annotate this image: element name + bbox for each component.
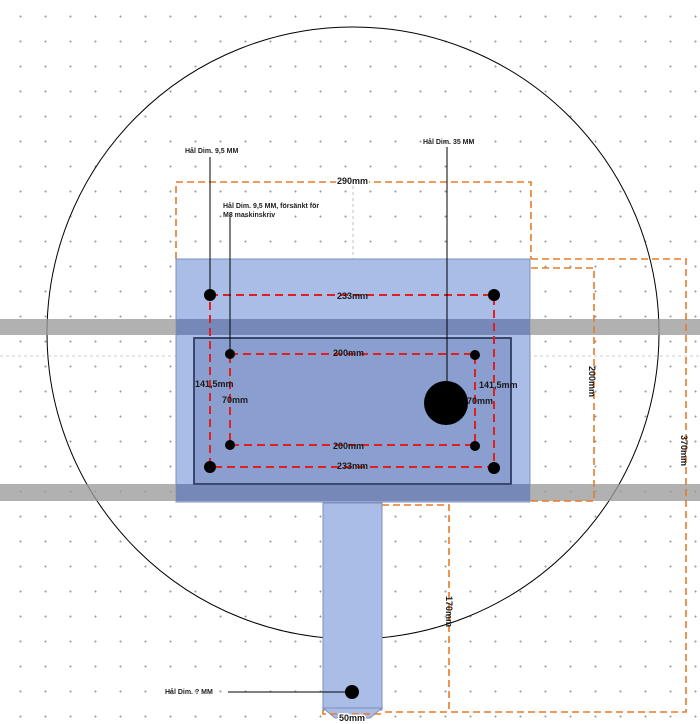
dim-label-70-right: 70mm bbox=[467, 396, 493, 406]
hole-outer-top-right bbox=[488, 289, 500, 301]
hole-outer-bottom-right bbox=[488, 462, 500, 474]
dim-label-141-5-left: 141,5mm bbox=[195, 379, 234, 389]
dim-label-50: 50mm bbox=[339, 713, 365, 723]
dim-label-200-top: 200mm bbox=[333, 348, 364, 358]
hole-inner-bottom-right bbox=[470, 441, 480, 451]
dim-label-290: 290mm bbox=[337, 176, 368, 186]
bottom-rail-overlap bbox=[176, 484, 530, 501]
dim-label-200-bottom: 200mm bbox=[333, 441, 364, 451]
hole-35mm bbox=[424, 381, 468, 425]
arm-rect bbox=[322, 502, 383, 711]
dim-label-70-left: 70mm bbox=[222, 395, 248, 405]
dim-label-170-vertical: 170mm bbox=[444, 596, 454, 627]
hole-outer-bottom-left bbox=[204, 461, 216, 473]
hole-inner-top-right bbox=[470, 350, 480, 360]
dim-label-233-bottom: 233mm bbox=[337, 461, 368, 471]
dim-line-50 bbox=[322, 710, 382, 715]
dim-label-370-vertical: 370mm bbox=[679, 435, 689, 466]
top-rail-overlap bbox=[176, 319, 530, 335]
note-hole-countersunk-line1: Hål Dim. 9,5 MM, försänkt för bbox=[223, 202, 319, 210]
dim-label-200-vertical: 200mm bbox=[587, 366, 597, 397]
note-hole-unknown: Hål Dim. ? MM bbox=[165, 688, 213, 696]
hole-outer-top-left bbox=[204, 289, 216, 301]
note-hole-35: Hål Dim. 35 MM bbox=[423, 138, 475, 146]
dim-label-141-5-right: 141,5mm bbox=[479, 380, 518, 390]
outer-hole-pattern bbox=[209, 294, 495, 468]
dim-line-170 bbox=[382, 504, 450, 712]
dim-line-290 bbox=[175, 181, 532, 259]
inner-hole-pattern bbox=[229, 353, 476, 446]
note-hole-countersunk-line2: M8 maskinskriv bbox=[223, 212, 275, 219]
dim-line-200 bbox=[530, 267, 595, 502]
inner-plate-outline bbox=[193, 337, 512, 485]
hole-inner-bottom-left bbox=[225, 440, 235, 450]
hole-inner-top-left bbox=[225, 349, 235, 359]
hole-arm bbox=[345, 685, 359, 699]
dim-label-233-top: 233mm bbox=[337, 291, 368, 301]
note-hole-9-5: Hål Dim. 9,5 MM bbox=[185, 147, 238, 155]
dim-line-370 bbox=[382, 258, 687, 713]
